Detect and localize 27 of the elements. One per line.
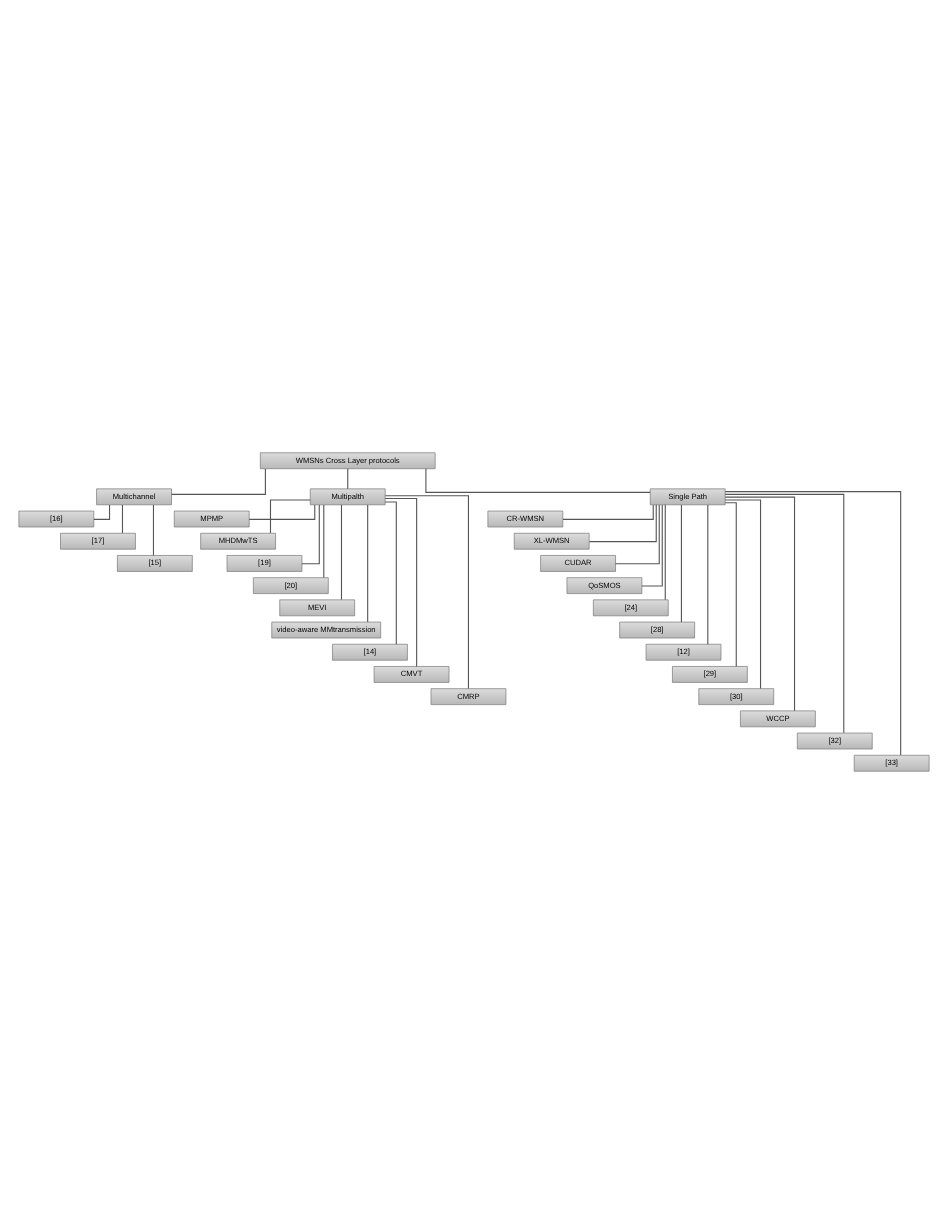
connector	[724, 491, 902, 756]
connector	[384, 495, 469, 690]
connector	[425, 468, 651, 493]
connector	[347, 468, 349, 490]
connector	[588, 504, 657, 543]
connector	[121, 504, 124, 534]
connector	[724, 496, 796, 712]
connector	[724, 499, 762, 689]
connector	[152, 504, 155, 556]
connector	[384, 498, 418, 667]
connector	[301, 504, 320, 565]
connector	[724, 502, 737, 667]
connector	[562, 504, 654, 520]
connector	[170, 468, 266, 495]
connector	[664, 504, 666, 601]
connector	[641, 504, 663, 587]
connector	[384, 501, 397, 645]
connector	[269, 499, 311, 534]
connector	[248, 504, 316, 520]
connector	[724, 493, 845, 734]
connector	[367, 504, 369, 623]
connector	[340, 504, 343, 601]
connector	[680, 504, 682, 623]
connector	[707, 504, 709, 645]
connector	[323, 504, 325, 578]
connector	[615, 504, 660, 565]
connector	[93, 504, 111, 520]
